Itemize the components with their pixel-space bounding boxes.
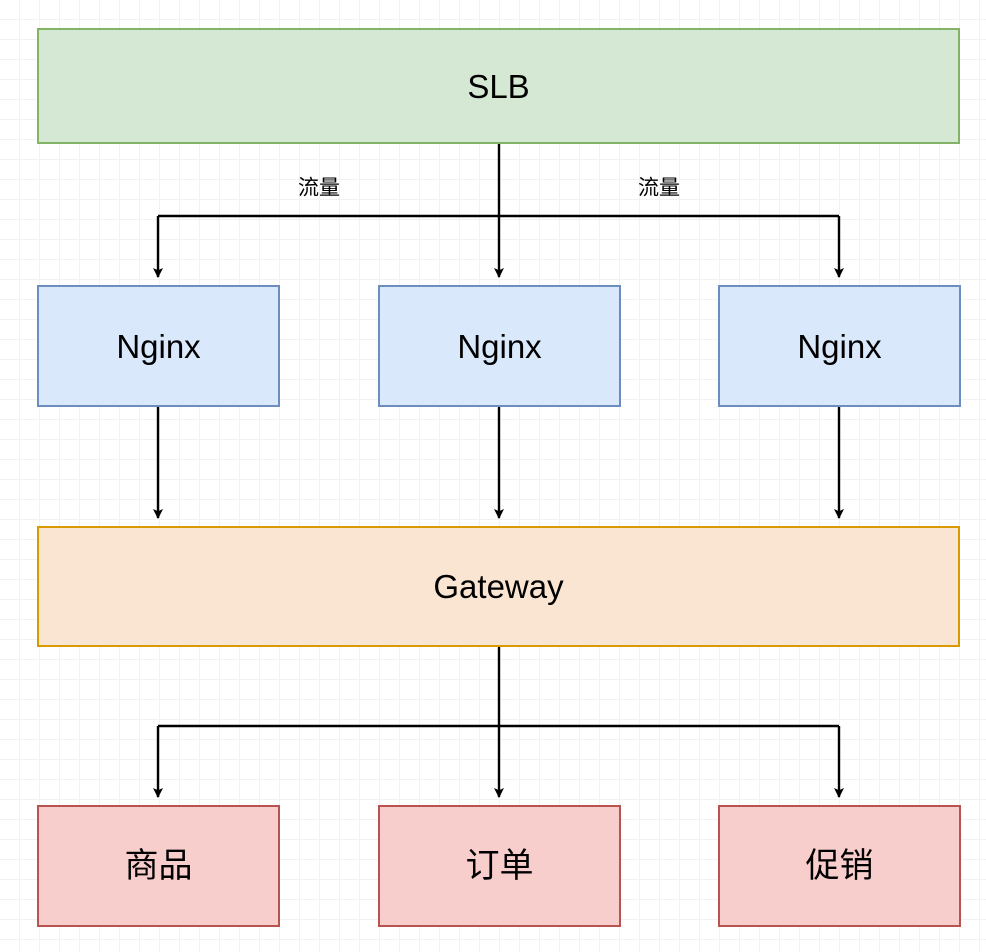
- node-nginx-3-label: Nginx: [797, 327, 882, 365]
- node-slb-label: SLB: [467, 67, 530, 105]
- edge-label-traffic-left: 流量: [298, 175, 340, 200]
- node-promotion-label: 促销: [805, 846, 874, 886]
- node-product-label: 商品: [124, 846, 193, 886]
- node-promotion[interactable]: 促销: [718, 805, 961, 927]
- node-nginx-2-label: Nginx: [457, 327, 542, 365]
- node-nginx-1[interactable]: Nginx: [37, 285, 280, 407]
- node-gateway-label: Gateway: [433, 568, 564, 605]
- node-order-label: 订单: [465, 846, 534, 886]
- node-nginx-2[interactable]: Nginx: [378, 285, 621, 407]
- node-product[interactable]: 商品: [37, 805, 280, 927]
- node-nginx-3[interactable]: Nginx: [718, 285, 961, 407]
- node-order[interactable]: 订单: [378, 805, 621, 927]
- node-slb[interactable]: SLB: [37, 28, 960, 144]
- node-gateway[interactable]: Gateway: [37, 526, 960, 647]
- node-nginx-1-label: Nginx: [116, 327, 201, 365]
- edge-label-traffic-right: 流量: [638, 175, 680, 200]
